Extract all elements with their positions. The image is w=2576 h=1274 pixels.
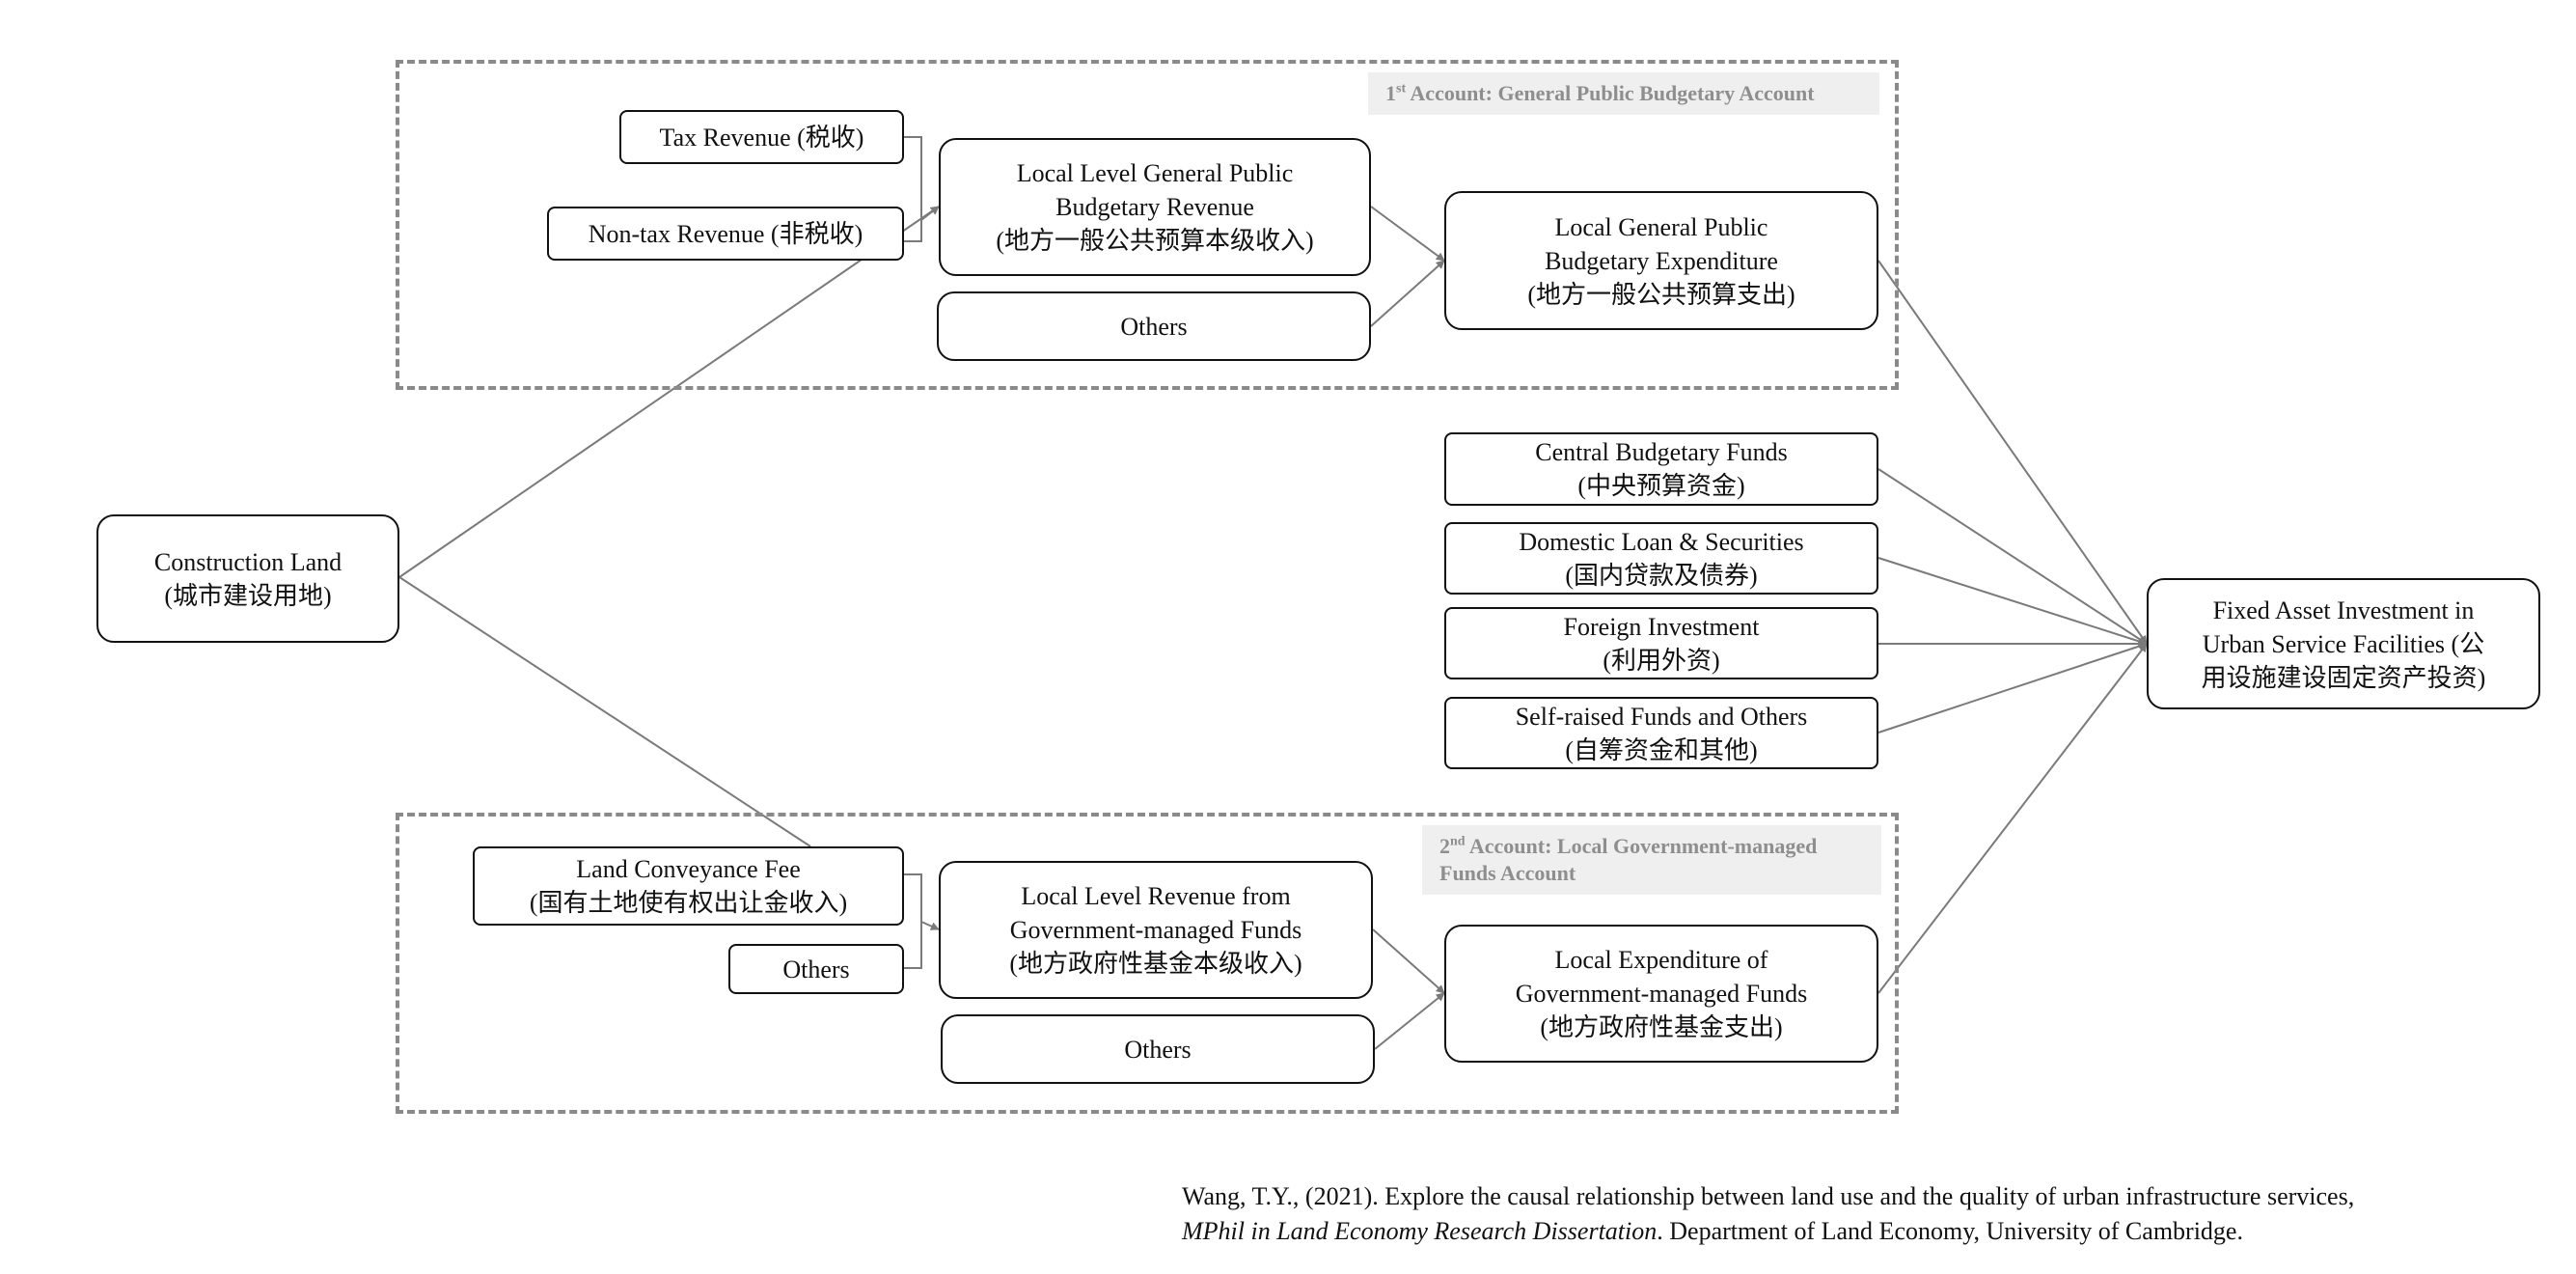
local-gov-expenditure-label-2: Government-managed Funds xyxy=(1515,980,1808,1008)
edge-land-bracket xyxy=(904,873,922,969)
edge-land-to-gov-revenue xyxy=(920,921,940,930)
self-raised-funds-label: Self-raised Funds and Others xyxy=(1515,702,1808,731)
local-general-expenditure-label-1: Local General Public xyxy=(1554,212,1768,241)
fixed-asset-investment-box: Fixed Asset Investment in Urban Service … xyxy=(2147,578,2540,709)
others-box-3: Others xyxy=(941,1014,1375,1084)
others-label-1: Others xyxy=(1120,312,1188,341)
construction-land-label-cn: (城市建设用地) xyxy=(164,581,332,610)
others-box-2: Others xyxy=(728,944,904,994)
account-1-label: 1st Account: General Public Budgetary Ac… xyxy=(1368,72,1879,115)
edge-domestic-to-fixed-asset xyxy=(1877,557,2148,646)
edge-tax-bracket xyxy=(904,136,922,242)
fixed-asset-label-2: Urban Service Facilities (公 xyxy=(2202,629,2485,658)
local-general-revenue-label-2: Budgetary Revenue xyxy=(1055,193,1254,221)
account-1-container xyxy=(396,60,1899,390)
local-gov-revenue-label-cn: (地方政府性基金本级收入) xyxy=(1009,950,1302,978)
self-raised-funds-label-cn: (自筹资金和其他) xyxy=(1565,735,1758,764)
local-general-revenue-label-cn: (地方一般公共预算本级收入) xyxy=(996,227,1314,255)
local-general-expenditure-label-2: Budgetary Expenditure xyxy=(1545,246,1778,275)
others-label-2: Others xyxy=(782,955,850,983)
edge-general-revenue-to-expenditure xyxy=(1370,206,1445,262)
edge-gov-expenditure-to-fixed-asset xyxy=(1877,643,2148,994)
construction-land-label: Construction Land xyxy=(153,547,343,576)
central-funds-box: Central Budgetary Funds (中央预算资金) xyxy=(1444,432,1878,506)
edge-general-expenditure-to-fixed-asset xyxy=(1877,260,2148,645)
self-raised-funds-box: Self-raised Funds and Others (自筹资金和其他) xyxy=(1444,697,1878,769)
others-label-3: Others xyxy=(1124,1035,1192,1064)
land-conveyance-label-cn: (国有土地使有权出让金收入) xyxy=(529,889,848,917)
land-conveyance-label: Land Conveyance Fee xyxy=(576,855,801,883)
citation: Wang, T.Y., (2021). Explore the causal r… xyxy=(1182,1179,2354,1249)
edge-tax-to-general-revenue xyxy=(920,206,940,221)
citation-dissertation-title: MPhil in Land Economy Research Dissertat… xyxy=(1182,1217,1658,1245)
tax-revenue-label: Tax Revenue (税收) xyxy=(659,123,864,152)
fixed-asset-label-1: Fixed Asset Investment in xyxy=(2212,595,2475,624)
local-general-expenditure-box: Local General Public Budgetary Expenditu… xyxy=(1444,191,1878,330)
non-tax-revenue-label: Non-tax Revenue (非税收) xyxy=(588,219,863,248)
domestic-loan-label: Domestic Loan & Securities xyxy=(1519,527,1804,556)
local-gov-expenditure-label-1: Local Expenditure of xyxy=(1554,946,1768,974)
domestic-loan-box: Domestic Loan & Securities (国内贷款及债券) xyxy=(1444,522,1878,595)
edge-gov-revenue-to-expenditure xyxy=(1372,928,1445,994)
edge-central-to-fixed-asset xyxy=(1877,468,2148,645)
non-tax-revenue-box: Non-tax Revenue (非税收) xyxy=(547,207,904,261)
local-gov-revenue-label-1: Local Level Revenue from xyxy=(1021,882,1291,910)
central-funds-label-cn: (中央预算资金) xyxy=(1577,472,1745,500)
edge-construction-to-general-revenue xyxy=(398,206,940,578)
foreign-investment-label: Foreign Investment xyxy=(1563,612,1760,641)
edge-self-raised-to-fixed-asset xyxy=(1877,642,2148,734)
local-gov-expenditure-box: Local Expenditure of Government-managed … xyxy=(1444,925,1878,1063)
account-2-container xyxy=(396,813,1899,1114)
local-gov-revenue-box: Local Level Revenue from Government-mana… xyxy=(939,861,1373,999)
local-gov-expenditure-label-cn: (地方政府性基金支出) xyxy=(1540,1013,1783,1041)
construction-land-box: Construction Land (城市建设用地) xyxy=(96,514,399,643)
foreign-investment-label-cn: (利用外资) xyxy=(1603,646,1720,675)
others-box-1: Others xyxy=(937,291,1371,361)
tax-revenue-box: Tax Revenue (税收) xyxy=(619,110,904,164)
fixed-asset-label-3: 用设施建设固定资产投资) xyxy=(2201,663,2486,692)
edge-construction-to-land-conveyance xyxy=(398,576,811,847)
citation-line-2: . Department of Land Economy, University… xyxy=(1657,1217,2243,1245)
edge-others1-to-expenditure xyxy=(1370,260,1445,327)
foreign-investment-box: Foreign Investment (利用外资) xyxy=(1444,607,1878,679)
domestic-loan-label-cn: (国内贷款及债券) xyxy=(1565,561,1758,590)
edge-others3-to-expenditure xyxy=(1374,992,1445,1050)
citation-line-1: Wang, T.Y., (2021). Explore the causal r… xyxy=(1182,1182,2355,1210)
local-general-revenue-box: Local Level General Public Budgetary Rev… xyxy=(939,138,1371,276)
central-funds-label: Central Budgetary Funds xyxy=(1535,438,1788,466)
local-general-revenue-label-1: Local Level General Public xyxy=(1016,159,1294,187)
land-conveyance-fee-box: Land Conveyance Fee (国有土地使有权出让金收入) xyxy=(473,846,904,926)
local-general-expenditure-label-cn: (地方一般公共预算支出) xyxy=(1527,280,1795,309)
local-gov-revenue-label-2: Government-managed Funds xyxy=(1009,916,1302,944)
